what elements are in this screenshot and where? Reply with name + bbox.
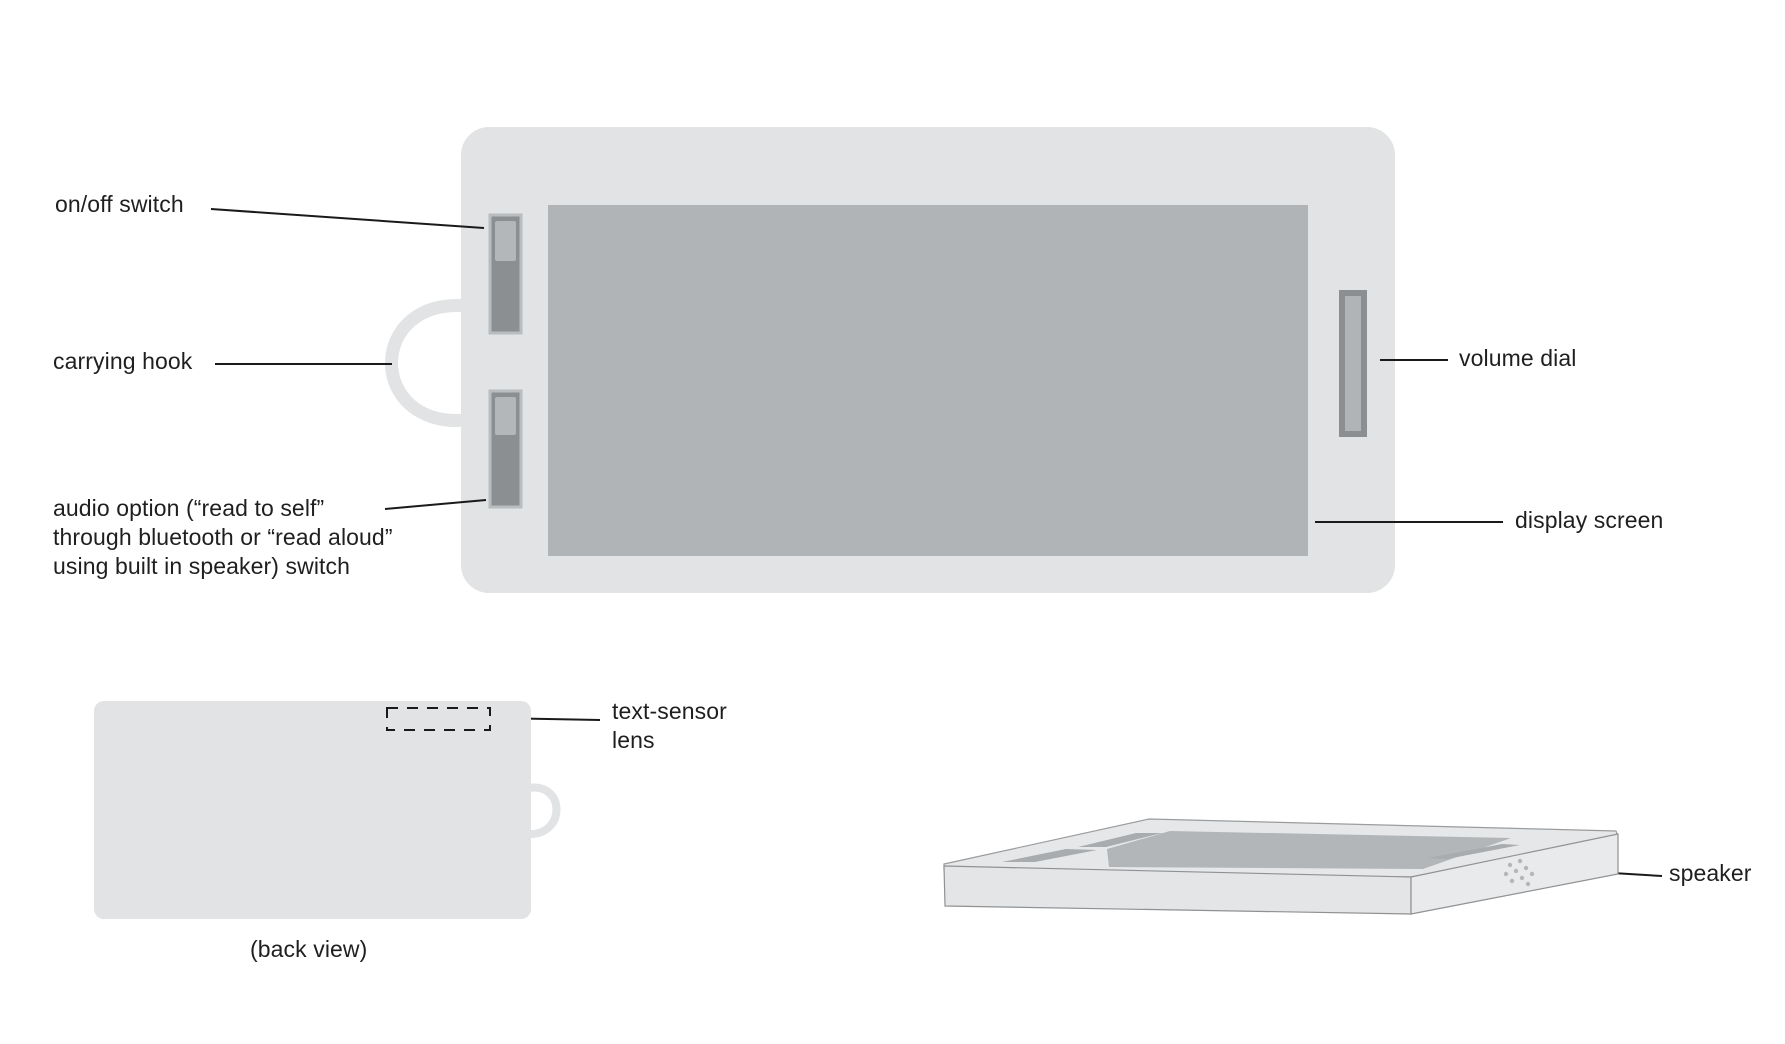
perspective-screen <box>1107 831 1511 869</box>
label-text-sensor-line2: lens <box>612 727 655 753</box>
label-audio-option-line2: through bluetooth or “read aloud” <box>53 524 393 550</box>
perspective-side-face <box>1410 833 1619 915</box>
perspective-volume-dial <box>1428 844 1520 859</box>
label-audio-option-line1: audio option (“read to self” <box>53 495 325 521</box>
carrying-hook <box>385 299 475 427</box>
leader-on-off <box>210 208 485 229</box>
volume-dial <box>1339 290 1367 437</box>
perspective-switch-left <box>1002 849 1097 862</box>
label-display-screen: display screen <box>1515 507 1664 533</box>
label-text-sensor-lens: text-sensor lens <box>612 697 727 755</box>
audio-option-switch <box>488 389 523 509</box>
perspective-view <box>943 818 1619 915</box>
leader-audio-option <box>384 499 487 510</box>
perspective-switch-mid <box>1078 833 1162 847</box>
label-audio-option-line3: using built in speaker) switch <box>53 553 351 579</box>
label-carrying-hook: carrying hook <box>53 348 193 374</box>
back-body <box>94 701 531 919</box>
back-carrying-hook <box>524 783 561 839</box>
on-off-switch <box>488 213 523 335</box>
label-speaker: speaker <box>1669 860 1752 886</box>
label-on-off-switch: on/off switch <box>55 191 184 217</box>
label-text-sensor-line1: text-sensor <box>612 698 727 724</box>
display-screen <box>548 205 1308 556</box>
label-audio-option: audio option (“read to self” through blu… <box>53 494 393 581</box>
label-volume-dial: volume dial <box>1459 345 1577 371</box>
back-view <box>94 701 561 919</box>
label-back-view: (back view) <box>250 936 368 962</box>
front-view <box>385 127 1395 593</box>
speaker-grille <box>1503 858 1535 887</box>
